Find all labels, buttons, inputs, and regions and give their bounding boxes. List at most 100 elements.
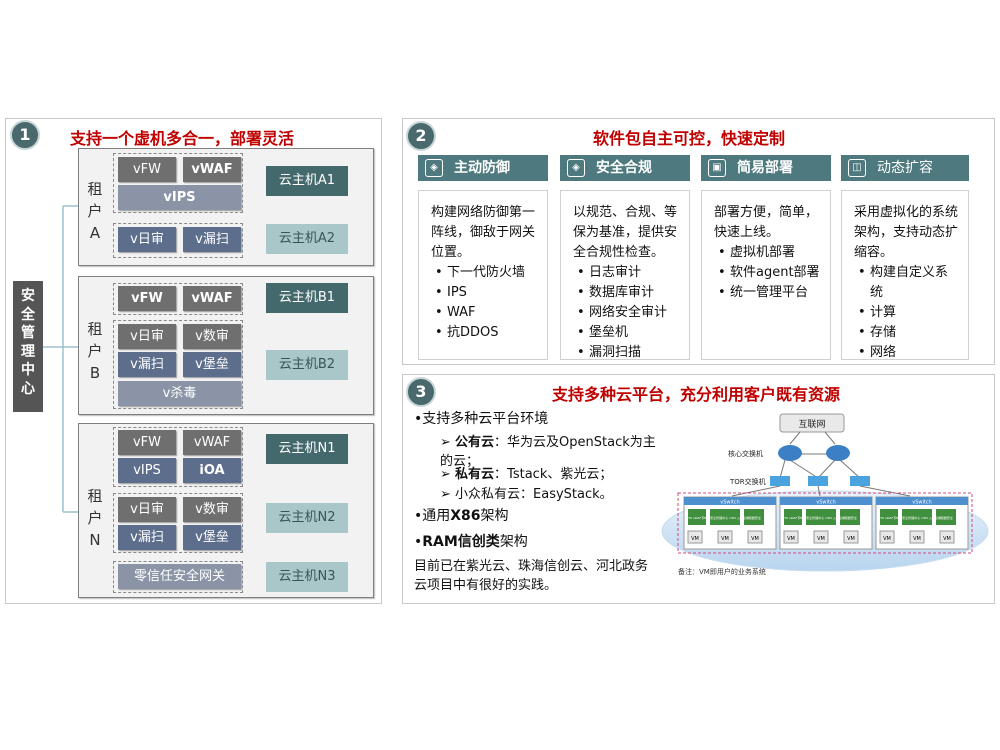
expand-icon: ◫ [848, 159, 866, 177]
host-n2: 云主机N2 [266, 503, 348, 533]
panel2-title: 软件包自主可控，快速定制 [593, 129, 786, 148]
feature-column-dynamic-scaling: 采用虚拟化的系统架构，支持动态扩缩容。 构建自定义系统 计算 存储 网络 [841, 190, 969, 363]
vswitch-label: vSwitch [912, 500, 932, 506]
panel1-title: 支持一个虚机多合一，部署灵活 [70, 129, 295, 148]
chip-v-antivirus: v杀毒 [118, 381, 241, 406]
chip-vwaf: vWAF [183, 430, 241, 455]
vm-label: VM [943, 536, 951, 542]
bullet-multi-cloud: •支持多种云平台环境 [414, 410, 548, 429]
security-vm [710, 509, 740, 525]
vm-label: VM [817, 536, 825, 542]
bullet-bold: X86 [450, 508, 481, 524]
tor-switch-label: TOR交换机 [729, 477, 766, 486]
chip-v-log-audit: v日审 [118, 227, 176, 252]
chip-v-db-audit: v数审 [183, 324, 241, 349]
host-a1: 云主机A1 [266, 166, 348, 196]
vm-label: VM [751, 536, 759, 542]
security-vm [880, 509, 898, 525]
feature-item: IPS [431, 283, 539, 303]
vm-app-label: v容器安全 [939, 515, 953, 520]
vm-box [747, 530, 763, 544]
host-node-1: vSwitch vFW vWAF vIPS 下一代安全管理中心 vIDS 入侵检… [683, 496, 777, 550]
feature-item: WAF [431, 303, 539, 323]
vm-box [909, 530, 925, 544]
vswitch-bar [876, 497, 968, 505]
diagram-note: 备注：VM即用户的业务系统 [678, 567, 766, 576]
vm-box [939, 530, 955, 544]
bullet-bold: RAM信创类 [422, 534, 500, 550]
host-node-3: vSwitch vFW vWAF vIPS 下一代安全管理中心 vIDS 入侵检… [875, 496, 969, 550]
bullet-post: 架构 [480, 508, 509, 524]
vm-app-label: vFW vWAF vIPS [877, 516, 900, 520]
feature-column-active-defense: 构建网络防御第一阵线，御敌于网关位置。 下一代防火墙 IPS WAF 抗DDOS [418, 190, 548, 360]
vswitch-bar [684, 497, 776, 505]
chip-vips: vIPS [118, 458, 176, 483]
deploy-icon: ▣ [708, 159, 726, 177]
vm-app-label: vFW vWAF vIPS [781, 516, 804, 520]
bullet-dot: • [414, 411, 423, 427]
core-switch-2 [826, 445, 850, 461]
feature-item: 统一管理平台 [714, 283, 822, 303]
chip-v-vuln-scan: v漏扫 [183, 227, 241, 252]
feature-item: 漏洞扫描 [573, 343, 681, 363]
tenant-a-group-2 [113, 223, 243, 258]
vm-box [879, 530, 895, 544]
tor-switch-1 [770, 476, 790, 486]
cloud-network-diagram: 互联网 核心交换机 TOR交换机 vSwitch vFW vWAF vIPS 下… [661, 413, 989, 576]
feature-desc: 部署方便，简单，快速上线。 [714, 205, 819, 240]
security-vm [688, 509, 706, 525]
tenant-n-group-2 [113, 493, 243, 553]
header-label: 简易部署 [737, 160, 793, 176]
tor-switch-3 [850, 476, 870, 486]
tenant-n-group-1 [113, 427, 243, 487]
vm-label: VM [883, 536, 891, 542]
sub-niche-cloud: ➢ 小众私有云：EasyStack。 [440, 485, 613, 504]
feature-desc: 以规范、合规、等保为基准，提供安全合规性检查。 [573, 205, 678, 260]
sub-text: ：华为云及OpenStack为主的云； [440, 435, 656, 469]
header-dynamic-scaling: ◫ 动态扩容 [841, 155, 969, 181]
core-switch-1 [778, 445, 802, 461]
chip-v-bastion: v堡垒 [183, 525, 241, 550]
vm-label: VM [847, 536, 855, 542]
vm-app-label: 下一代安全管理中心 vIDS 入侵检测 [893, 515, 941, 520]
tenant-a-group-1 [113, 153, 243, 213]
header-label: 动态扩容 [877, 160, 933, 176]
feature-item: 抗DDOS [431, 323, 539, 343]
arrow-icon: ➢ [440, 487, 456, 502]
feature-desc: 构建网络防御第一阵线，御敌于网关位置。 [431, 205, 536, 260]
feature-item: 构建自定义系统 [854, 263, 960, 303]
security-vm [840, 509, 860, 525]
core-switch-label: 核心交换机 [728, 449, 763, 458]
bullet-pre: 通用 [422, 508, 451, 524]
arrow-icon: ➢ [440, 435, 456, 450]
sub-bold: 公有云 [455, 435, 495, 450]
feature-item: 虚拟机部署 [714, 243, 822, 263]
feature-desc: 采用虚拟化的系统架构，支持动态扩缩容。 [854, 205, 959, 260]
vm-app-label: 下一代安全管理中心 vIDS 入侵检测 [797, 515, 845, 520]
vm-app-label: 下一代安全管理中心 vIDS 入侵检测 [701, 515, 749, 520]
panel2-number-badge: 2 [406, 121, 436, 151]
host-node-2: vSwitch vFW vWAF vIPS 下一代安全管理中心 vIDS 入侵检… [779, 496, 873, 550]
vm-app-label: v容器安全 [747, 515, 761, 520]
sub-private-cloud: ➢ 私有云：Tstack、紫光云； [440, 465, 612, 484]
bullet-ram: •RAM信创类架构 [414, 533, 528, 552]
sub-text: ：Tstack、紫光云； [494, 467, 613, 482]
security-vm [936, 509, 956, 525]
tenant-b-group-1 [113, 283, 243, 315]
chip-vfw: vFW [118, 430, 176, 455]
host-b1: 云主机B1 [266, 283, 348, 313]
panel3-number-badge: 3 [406, 377, 436, 407]
feature-item: 计算 [854, 303, 960, 323]
tenant-b-label: 租户B [87, 320, 103, 382]
vm-box [687, 530, 703, 544]
bullet-dot: • [414, 508, 423, 524]
chip-v-db-audit: v数审 [183, 497, 241, 522]
security-vm [902, 509, 932, 525]
feature-item: 网络 [854, 343, 960, 363]
host-b2: 云主机B2 [266, 350, 348, 380]
chip-v-bastion: v堡垒 [183, 352, 241, 377]
security-vm [806, 509, 836, 525]
chip-ioa: iOA [183, 458, 241, 483]
vm-app-label: vFW vWAF vIPS [685, 516, 708, 520]
vm-label: VM [787, 536, 795, 542]
